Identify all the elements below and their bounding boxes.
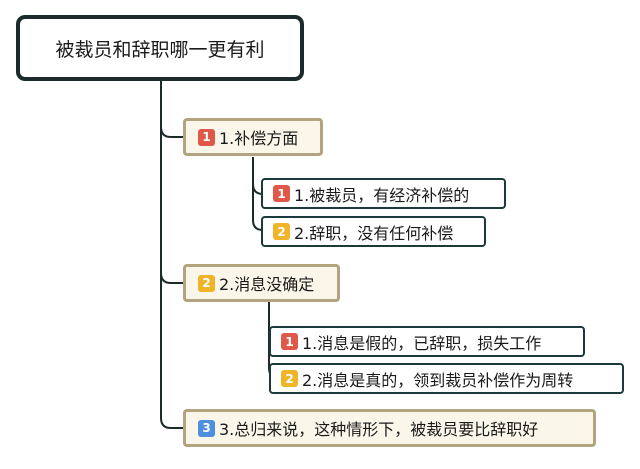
subtopic-label: 1.消息是假的，已辞职，损失工作 (302, 333, 542, 353)
priority-1-icon: 1 (273, 185, 290, 202)
branch-label: 1.补偿方面 (219, 129, 299, 148)
branch-conclusion[interactable]: 3 3.总归来说，这种情形下，被裁员要比辞职好 (183, 409, 596, 447)
root-topic[interactable]: 被裁员和辞职哪一更有利 (16, 15, 304, 81)
branch-news-unconfirmed[interactable]: 2 2.消息没确定 (183, 264, 340, 302)
subtopic-news-false[interactable]: 1 1.消息是假的，已辞职，损失工作 (269, 326, 585, 357)
priority-1-icon: 1 (281, 333, 298, 350)
subtopic-label: 2.辞职，没有任何补偿 (294, 223, 454, 243)
priority-2-icon: 2 (273, 223, 290, 240)
priority-3-icon: 3 (198, 419, 215, 437)
branch-label: 2.消息没确定 (219, 275, 315, 294)
subtopic-label: 1.被裁员，有经济补偿的 (294, 185, 470, 205)
subtopic-laid-off-compensation[interactable]: 1 1.被裁员，有经济补偿的 (261, 178, 506, 209)
branch-label: 3.总归来说，这种情形下，被裁员要比辞职好 (219, 420, 539, 439)
branch-compensation[interactable]: 1 1.补偿方面 (183, 118, 323, 156)
priority-1-icon: 1 (198, 128, 215, 146)
subtopic-label: 2.消息是真的，领到裁员补偿作为周转 (302, 370, 574, 390)
subtopic-news-true[interactable]: 2 2.消息是真的，领到裁员补偿作为周转 (269, 363, 624, 394)
priority-2-icon: 2 (281, 370, 298, 387)
subtopic-resign-no-compensation[interactable]: 2 2.辞职，没有任何补偿 (261, 216, 486, 247)
root-topic-label: 被裁员和辞职哪一更有利 (55, 38, 265, 61)
priority-2-icon: 2 (198, 274, 215, 292)
